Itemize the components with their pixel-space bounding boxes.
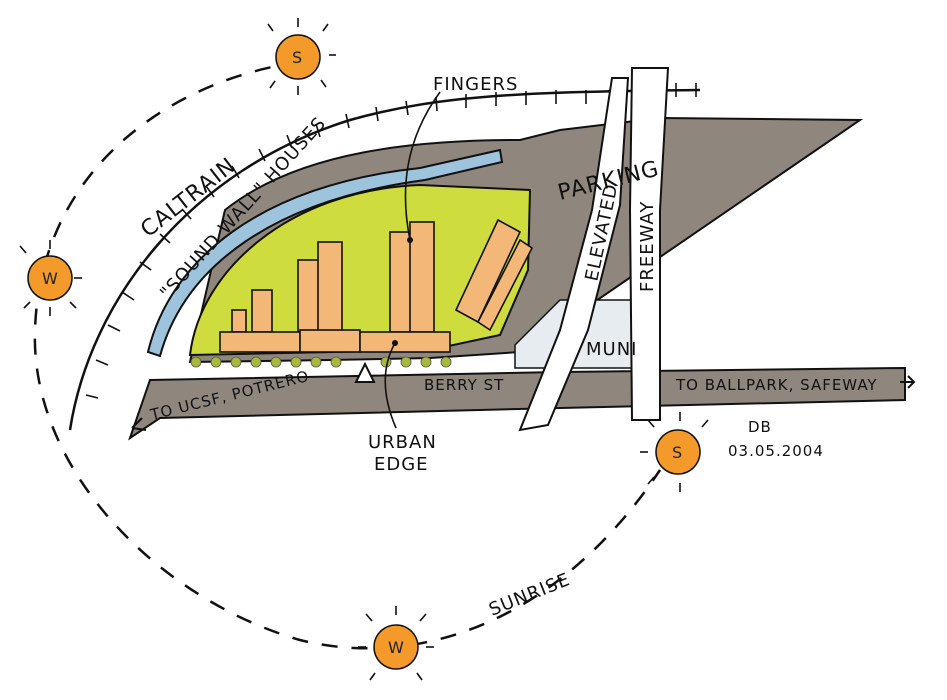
label-freeway: FREEWAY [637,201,658,292]
sun-summer-right: S [640,412,709,492]
elevated-freeway-west [518,77,630,432]
sun-letter: W [42,269,58,288]
sun-letter: W [388,638,404,657]
street-trees [190,356,452,368]
elevated-freeway-east [628,67,670,421]
label-urban: URBAN [368,432,437,453]
label-sunrise: SUNRISE [486,569,573,621]
sun-letter: S [672,443,682,462]
urban-edge-leader-dot [392,340,398,346]
sun-winter-bottom: W [358,606,434,681]
entry-triangle-icon [354,361,376,383]
caltrain-ticks [85,83,697,399]
label-initials: DB [748,418,772,436]
building-fingers [219,218,534,353]
berry-street-road [128,366,906,441]
label-muni: MUNI [586,339,637,360]
arrow-right-icon [900,375,916,389]
label-berry-st: BERRY ST [424,376,504,394]
sun-winter-left: W [19,240,82,316]
label-date: 03.05.2004 [728,442,824,460]
fingers-leader-line [404,91,441,241]
green-space [188,183,532,357]
sun-letter: S [292,48,302,67]
sound-wall-channel [146,148,504,358]
sun-summer-top: S [267,18,336,95]
fingers-leader-dot [407,237,413,243]
urban-edge-leader-line [384,342,397,429]
label-fingers: FINGERS [433,74,518,95]
caltrain-track [68,88,701,431]
arrow-left-icon [131,417,147,431]
label-to-ballpark: TO BALLPARK, SAFEWAY [675,376,878,394]
muni-block [585,335,635,365]
label-edge: EDGE [374,454,429,475]
